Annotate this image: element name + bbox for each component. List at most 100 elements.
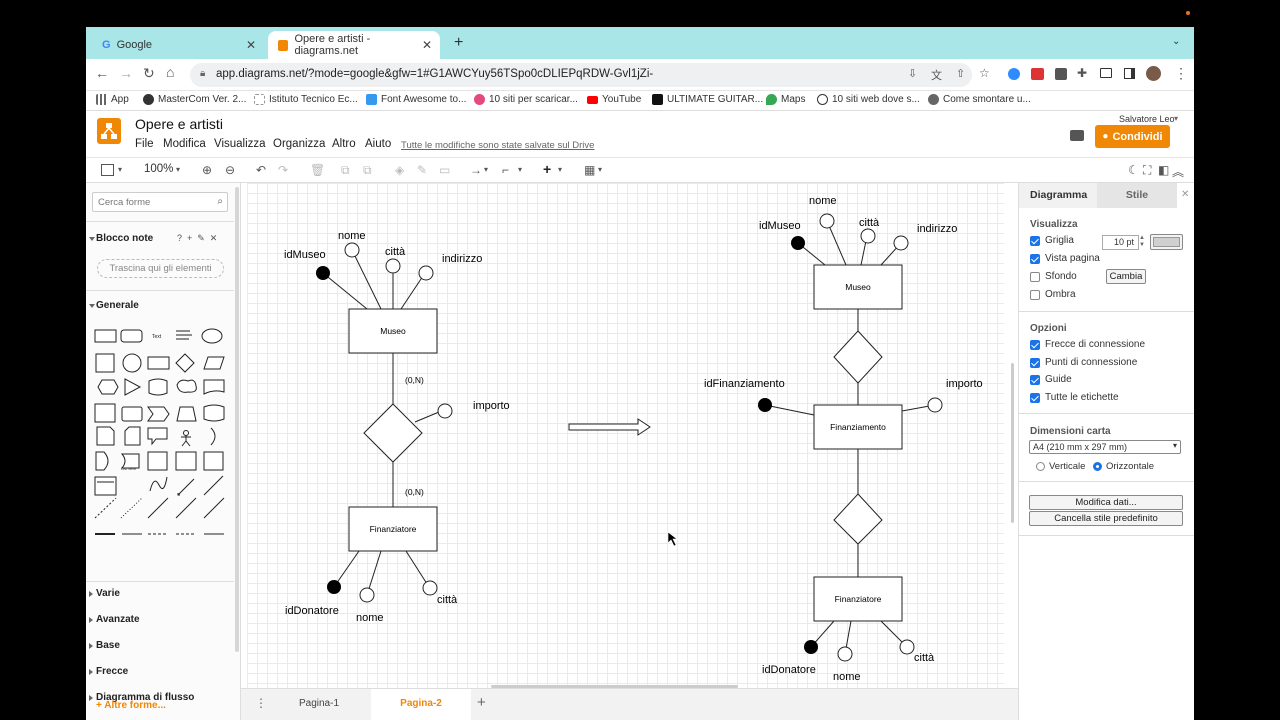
share-button[interactable]: ●Condividi xyxy=(1095,125,1170,148)
collapse-icon[interactable]: ︽ xyxy=(1172,165,1185,179)
forward-icon[interactable]: → xyxy=(119,65,133,81)
grid-color-button[interactable] xyxy=(1150,234,1183,250)
menu-icon[interactable]: ⋮ xyxy=(1174,65,1188,81)
close-icon[interactable]: ✕ xyxy=(421,38,432,52)
page-tab-1[interactable]: Pagina-1 xyxy=(298,698,340,709)
checkbox[interactable] xyxy=(1030,339,1040,350)
zoom-level[interactable]: 100% xyxy=(144,163,174,175)
bookmark[interactable]: 10 siti web dove s... xyxy=(817,94,920,105)
document-title[interactable]: Opere e artisti xyxy=(135,116,223,132)
chevron-down-icon[interactable]: ▾ xyxy=(176,165,181,174)
fullscreen-icon[interactable]: ⛶ xyxy=(1143,163,1152,177)
pages-menu-icon[interactable]: ⋮ xyxy=(255,696,267,710)
shapes-grid[interactable]: Text List Item xyxy=(92,323,232,543)
new-tab-icon[interactable]: + xyxy=(454,34,464,51)
extension-icon[interactable] xyxy=(1031,68,1044,80)
option-checkbox[interactable]: Punti di connessione xyxy=(1030,357,1137,368)
scratchpad-dropzone[interactable]: Trascina qui gli elementi xyxy=(97,259,224,278)
option-checkbox[interactable]: Frecce di connessione xyxy=(1030,339,1145,350)
share-icon[interactable]: ⇧ xyxy=(956,68,966,80)
translate-icon[interactable]: 文 xyxy=(931,70,942,82)
cast-icon[interactable] xyxy=(1100,68,1112,78)
checkbox[interactable] xyxy=(1030,253,1040,264)
er-diagram[interactable]: Museo Finanziatore Museo Finanziamento F… xyxy=(241,183,1018,688)
avatar[interactable] xyxy=(1146,66,1161,81)
menu-visualizza[interactable]: Visualizza xyxy=(214,138,266,150)
format-panel-icon[interactable]: ◧ xyxy=(1158,163,1170,177)
search-input[interactable]: Cerca forme ⌕ xyxy=(92,192,228,212)
to-front-icon[interactable]: ⧉ xyxy=(341,163,350,177)
bookmark[interactable]: 10 siti per scaricar... xyxy=(474,94,578,105)
panels-icon[interactable] xyxy=(101,164,114,176)
checkbox[interactable] xyxy=(1030,271,1040,282)
change-button[interactable]: Cambia xyxy=(1106,269,1146,284)
shadow-icon[interactable]: ▭ xyxy=(439,163,451,177)
section-base[interactable]: Base xyxy=(89,640,120,651)
bookmark[interactable]: ULTIMATE GUITAR... xyxy=(652,94,763,105)
tab-diagrams[interactable]: Opere e artisti - diagrams.net ✕ xyxy=(268,31,440,59)
bookmark[interactable]: Font Awesome to... xyxy=(366,94,466,105)
landscape-radio[interactable]: Orizzontale xyxy=(1093,461,1154,472)
menu-modifica[interactable]: Modifica xyxy=(163,138,206,150)
paper-size-select[interactable]: A4 (210 mm x 297 mm)▾ xyxy=(1029,440,1181,454)
option-checkbox[interactable]: Tutte le etichette xyxy=(1030,392,1119,403)
section-avanzate[interactable]: Avanzate xyxy=(89,614,140,625)
add-page-icon[interactable]: + xyxy=(477,694,486,711)
zoom-in-icon[interactable]: ⊕ xyxy=(202,163,213,177)
tab-diagramma[interactable]: Diagramma xyxy=(1019,183,1097,208)
bookmark[interactable]: MasterCom Ver. 2... xyxy=(143,94,246,105)
horizontal-scrollbar[interactable] xyxy=(491,685,738,688)
chevron-down-icon[interactable]: ▾ xyxy=(558,165,563,174)
chevron-down-icon[interactable]: ⌄ xyxy=(1172,36,1181,47)
page-tab-2[interactable]: Pagina-2 xyxy=(371,689,471,720)
grid-checkbox[interactable]: Griglia xyxy=(1030,235,1074,246)
bookmark-apps[interactable]: App xyxy=(96,94,129,105)
to-back-icon[interactable]: ⧉ xyxy=(363,163,372,177)
tab-google[interactable]: G Google ✕ xyxy=(92,31,264,59)
chevron-down-icon[interactable]: ▾ xyxy=(598,165,603,174)
redo-icon[interactable]: ↷ xyxy=(278,163,289,177)
more-shapes-link[interactable]: + Altre forme... xyxy=(96,700,166,711)
radio[interactable] xyxy=(1036,462,1045,471)
line-color-icon[interactable]: ✎ xyxy=(417,163,428,177)
reload-icon[interactable]: ↻ xyxy=(143,65,155,81)
bookmark[interactable]: YouTube xyxy=(587,94,641,105)
chevron-down-icon[interactable]: ▾ xyxy=(518,165,523,174)
menu-altro[interactable]: Altro xyxy=(332,138,356,150)
skype-icon[interactable] xyxy=(1008,68,1020,80)
vertical-scrollbar[interactable] xyxy=(1011,363,1014,523)
checkbox[interactable] xyxy=(1030,374,1040,385)
section-flowchart[interactable]: Diagramma di flusso xyxy=(88,692,195,703)
scratchpad-tools-icon[interactable]: ?+✎✕ xyxy=(177,233,223,243)
section-generale[interactable]: Generale xyxy=(89,300,139,311)
page-view-checkbox[interactable]: Vista pagina xyxy=(1030,253,1100,264)
back-icon[interactable]: ← xyxy=(95,65,109,81)
home-icon[interactable]: ⌂ xyxy=(166,64,175,80)
close-icon[interactable]: ✕ xyxy=(1181,189,1190,200)
section-scratchpad[interactable]: Blocco note xyxy=(88,233,154,244)
bookmark[interactable]: Come smontare u... xyxy=(928,94,1031,105)
checkbox[interactable] xyxy=(1030,289,1040,300)
waypoints-icon[interactable]: ⌐ xyxy=(502,163,510,177)
menu-organizza[interactable]: Organizza xyxy=(273,138,326,150)
radio[interactable] xyxy=(1093,462,1102,471)
section-varie[interactable]: Varie xyxy=(89,588,120,599)
bookmark[interactable]: Istituto Tecnico Ec... xyxy=(254,94,358,105)
bookmark[interactable]: Maps xyxy=(766,94,805,105)
save-status[interactable]: Tutte le modifiche sono state salvate su… xyxy=(401,140,595,151)
background-checkbox[interactable]: Sfondo xyxy=(1030,271,1077,282)
grid-size-input[interactable]: 10 pt xyxy=(1102,235,1139,250)
checkbox[interactable] xyxy=(1030,357,1040,368)
insert-icon[interactable]: + xyxy=(543,161,552,177)
chevron-down-icon[interactable]: ▾ xyxy=(1174,114,1179,123)
zoom-out-icon[interactable]: ⊖ xyxy=(225,163,236,177)
user-name[interactable]: Salvatore Leo xyxy=(1119,114,1175,124)
install-icon[interactable]: ⇩ xyxy=(908,68,918,80)
extension-icon[interactable] xyxy=(1055,68,1067,80)
fill-color-icon[interactable]: ◈ xyxy=(395,163,405,177)
stepper-icon[interactable]: ▲▼ xyxy=(1139,235,1145,248)
close-icon[interactable]: ✕ xyxy=(245,38,256,52)
tab-stile[interactable]: Stile xyxy=(1097,183,1177,208)
undo-icon[interactable]: ↶ xyxy=(256,163,267,177)
sidebar-icon[interactable] xyxy=(1124,68,1135,79)
